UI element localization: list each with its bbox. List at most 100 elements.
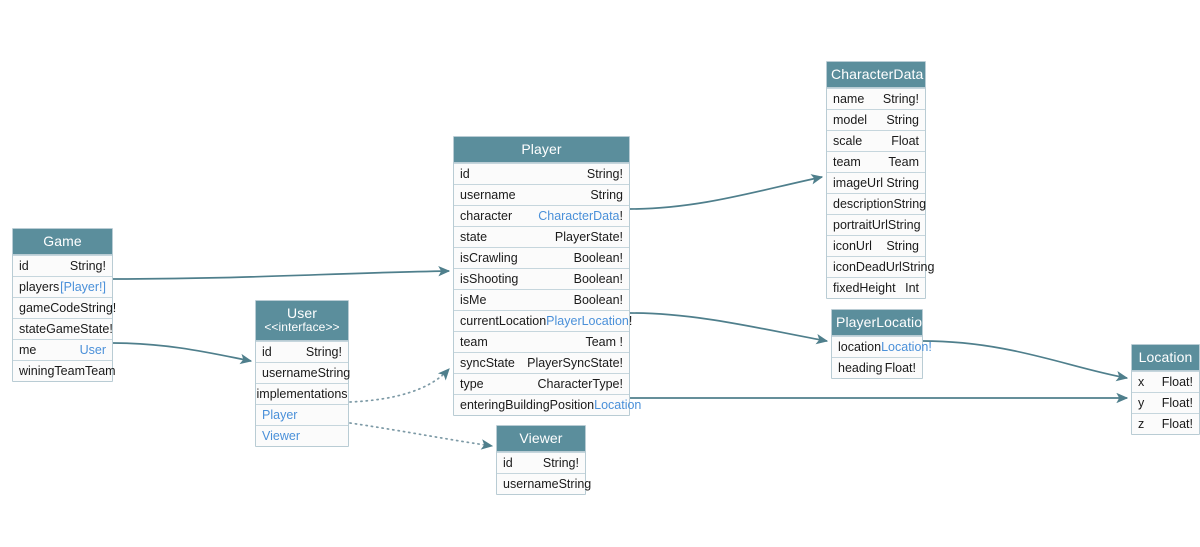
field-row[interactable]: z Float! bbox=[1132, 413, 1199, 434]
field-type: Float bbox=[891, 133, 919, 148]
field-row[interactable]: team Team ! bbox=[454, 331, 629, 352]
implementation-player[interactable]: Player bbox=[256, 404, 348, 425]
entity-characterdata[interactable]: CharacterData name String! model String … bbox=[826, 61, 934, 299]
field-name: id bbox=[460, 166, 470, 181]
field-type: Float! bbox=[1161, 395, 1193, 410]
field-row[interactable]: heading Float! bbox=[832, 357, 922, 378]
field-row[interactable]: id String! bbox=[256, 341, 348, 362]
field-type: Team bbox=[888, 154, 919, 169]
field-name: state bbox=[19, 321, 47, 336]
entity-player[interactable]: Player id String! username String charac… bbox=[453, 136, 641, 416]
field-row[interactable]: iconDeadUrl String bbox=[827, 256, 934, 277]
field-row[interactable]: id String! bbox=[497, 452, 585, 473]
entity-user-name: User bbox=[287, 305, 317, 321]
field-row[interactable]: id String! bbox=[454, 163, 629, 184]
field-name: scale bbox=[833, 133, 863, 148]
entity-user-stereotype: <<interface>> bbox=[264, 320, 340, 334]
field-row[interactable]: isCrawling Boolean! bbox=[454, 247, 629, 268]
field-row[interactable]: character CharacterData! bbox=[454, 205, 629, 226]
field-row[interactable]: isMe Boolean! bbox=[454, 289, 629, 310]
field-type: String bbox=[887, 217, 921, 232]
edge-user-implements-viewer bbox=[349, 422, 494, 450]
field-type: Team ! bbox=[585, 334, 623, 349]
entity-player-title: Player bbox=[454, 137, 629, 163]
field-row[interactable]: gameCode String! bbox=[13, 297, 116, 318]
field-name: enteringBuildingPosition bbox=[460, 397, 595, 412]
field-row[interactable]: name String! bbox=[827, 88, 925, 109]
field-type: String bbox=[886, 112, 919, 127]
entity-game-title: Game bbox=[13, 229, 112, 255]
field-row[interactable]: imageUrl String bbox=[827, 172, 925, 193]
field-row[interactable]: iconUrl String bbox=[827, 235, 925, 256]
entity-location[interactable]: Location x Float! y Float! z Float! bbox=[1131, 344, 1200, 435]
entity-viewer[interactable]: Viewer id String! username String bbox=[496, 425, 591, 495]
field-row[interactable]: scale Float bbox=[827, 130, 925, 151]
field-type: String bbox=[558, 476, 592, 491]
field-name: gameCode bbox=[19, 300, 81, 315]
entity-characterdata-title: CharacterData bbox=[827, 62, 925, 88]
field-type: CharacterType! bbox=[537, 376, 623, 391]
field-row[interactable]: x Float! bbox=[1132, 371, 1199, 392]
field-row[interactable]: isShooting Boolean! bbox=[454, 268, 629, 289]
field-row[interactable]: username String bbox=[454, 184, 629, 205]
field-type[interactable]: Location! bbox=[881, 339, 932, 354]
field-name: username bbox=[262, 365, 318, 380]
field-type[interactable]: User bbox=[79, 342, 106, 357]
field-name: username bbox=[460, 187, 516, 202]
edge-playerlocation-location-location bbox=[922, 340, 1129, 382]
implementation-viewer[interactable]: Viewer bbox=[256, 425, 348, 446]
field-name: currentLocation bbox=[460, 313, 547, 328]
field-row[interactable]: currentLocation PlayerLocation! bbox=[454, 310, 632, 331]
field-row[interactable]: fixedHeight Int bbox=[827, 277, 925, 298]
field-type[interactable]: Location bbox=[594, 397, 642, 412]
implementations-label: implementations bbox=[256, 383, 348, 404]
field-name: x bbox=[1138, 374, 1145, 389]
field-type-suffix: ! bbox=[619, 208, 623, 223]
field-name: isShooting bbox=[460, 271, 519, 286]
field-name: id bbox=[503, 455, 513, 470]
field-type: Int bbox=[905, 280, 919, 295]
field-row[interactable]: me User bbox=[13, 339, 112, 360]
field-row[interactable]: enteringBuildingPosition Location bbox=[454, 394, 641, 415]
field-row[interactable]: winingTeam Team bbox=[13, 360, 116, 381]
field-type: GameState! bbox=[46, 321, 113, 336]
entity-game[interactable]: Game id String! players [Player!] gameCo… bbox=[12, 228, 116, 382]
field-type: String! bbox=[305, 344, 342, 359]
field-row[interactable]: players [Player!] bbox=[13, 276, 112, 297]
field-row[interactable]: description String bbox=[827, 193, 927, 214]
field-row[interactable]: team Team bbox=[827, 151, 925, 172]
field-name: syncState bbox=[460, 355, 515, 370]
entity-location-title: Location bbox=[1132, 345, 1199, 371]
field-type: Float! bbox=[884, 360, 916, 375]
field-row[interactable]: id String! bbox=[13, 255, 112, 276]
field-type-ref: CharacterData bbox=[538, 208, 620, 223]
field-type: Boolean! bbox=[573, 271, 623, 286]
field-type: String bbox=[893, 196, 927, 211]
field-name: portraitUrl bbox=[833, 217, 888, 232]
field-type[interactable]: PlayerLocation! bbox=[546, 314, 632, 328]
entity-playerlocation[interactable]: PlayerLocation location Location! headin… bbox=[831, 309, 932, 379]
field-row[interactable]: state PlayerState! bbox=[454, 226, 629, 247]
field-name: team bbox=[460, 334, 488, 349]
field-row[interactable]: location Location! bbox=[832, 336, 932, 357]
field-type[interactable]: CharacterData! bbox=[538, 208, 623, 223]
edge-player-currentlocation-playerlocation bbox=[629, 312, 829, 345]
field-row[interactable]: username String bbox=[256, 362, 350, 383]
field-name: fixedHeight bbox=[833, 280, 896, 295]
field-row[interactable]: syncState PlayerSyncState! bbox=[454, 352, 629, 373]
field-row[interactable]: type CharacterType! bbox=[454, 373, 629, 394]
field-name: me bbox=[19, 342, 37, 357]
field-type: String! bbox=[586, 166, 623, 181]
field-type: String! bbox=[80, 300, 117, 315]
field-type: String bbox=[886, 238, 919, 253]
edge-user-implements-player bbox=[349, 368, 450, 403]
field-row[interactable]: y Float! bbox=[1132, 392, 1199, 413]
field-type: String bbox=[590, 187, 623, 202]
field-row[interactable]: model String bbox=[827, 109, 925, 130]
field-row[interactable]: portraitUrl String bbox=[827, 214, 925, 235]
field-type[interactable]: [Player!] bbox=[60, 279, 106, 294]
entity-user[interactable]: User <<interface>> id String! username S… bbox=[255, 300, 350, 447]
field-row[interactable]: state GameState! bbox=[13, 318, 113, 339]
field-row[interactable]: username String bbox=[497, 473, 591, 494]
